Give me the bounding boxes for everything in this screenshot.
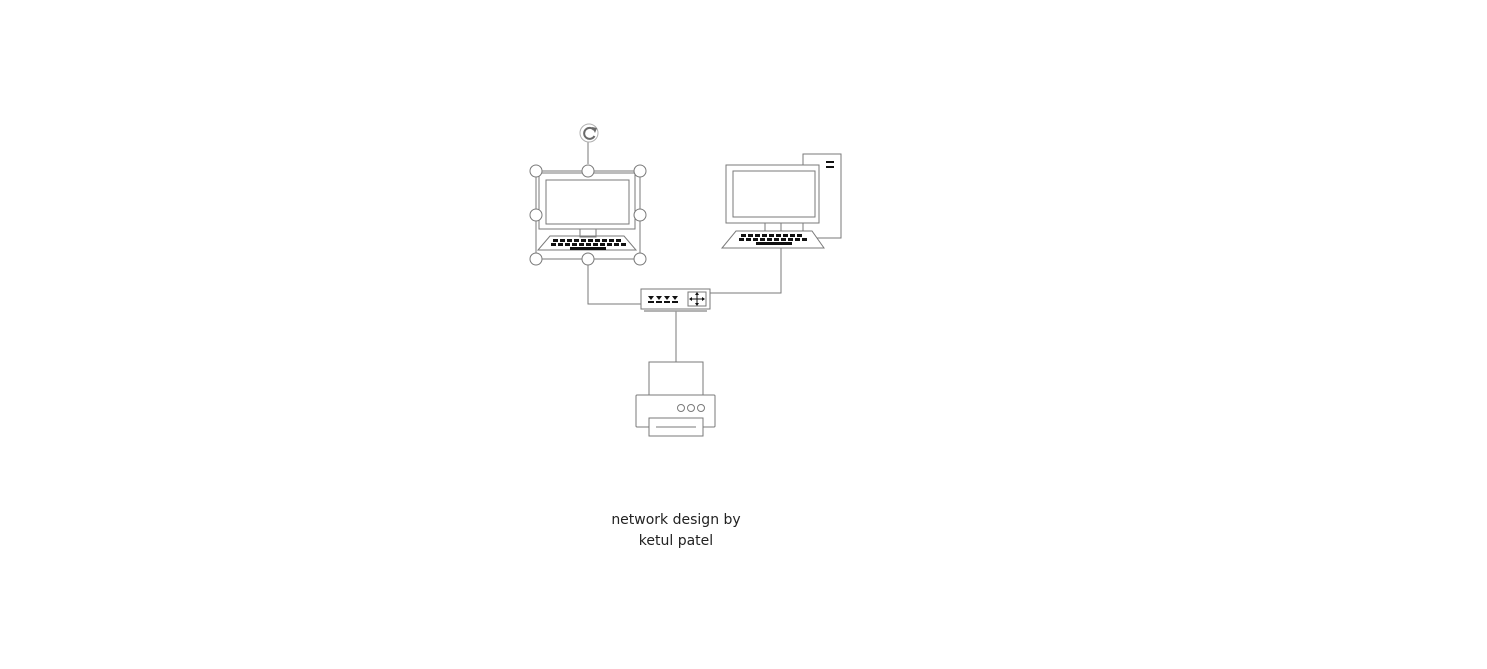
printer-icon[interactable] [635, 361, 716, 437]
resize-handle-w[interactable] [529, 208, 543, 222]
switch-ports [648, 296, 678, 303]
selection-frame [529, 123, 647, 266]
desktop-computer-icon[interactable] [720, 153, 842, 249]
resize-handle-n[interactable] [581, 164, 595, 178]
laptop-keyboard [551, 239, 626, 250]
connectors [587, 248, 782, 363]
desktop-keyboard [739, 234, 807, 245]
resize-handle-nw[interactable] [529, 164, 543, 178]
diagram-caption: network design by ketul patel [576, 510, 776, 552]
laptop-icon[interactable] [536, 172, 638, 251]
connector-desktop-switch[interactable] [710, 248, 782, 294]
caption-line-1: network design by [611, 512, 741, 528]
network-switch-icon[interactable] [640, 288, 711, 312]
rotate-handle-icon[interactable] [579, 123, 599, 143]
caption-line-2: ketul patel [638, 533, 714, 549]
resize-handle-e[interactable] [633, 208, 647, 222]
resize-handle-se[interactable] [633, 252, 647, 266]
switch-arrows-icon [687, 291, 707, 307]
resize-handle-ne[interactable] [633, 164, 647, 178]
resize-handle-s[interactable] [581, 252, 595, 266]
connector-laptop-switch[interactable] [587, 262, 641, 305]
resize-handle-sw[interactable] [529, 252, 543, 266]
